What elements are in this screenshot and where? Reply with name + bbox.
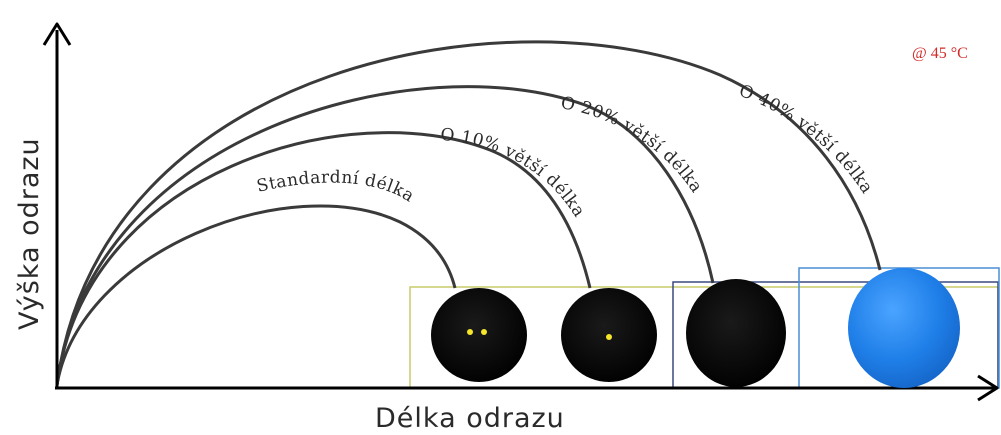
yellow-dot bbox=[481, 329, 487, 335]
standard-trajectory-arc bbox=[55, 204, 457, 386]
double-yellow-dot-ball bbox=[431, 288, 527, 382]
y-axis-arrowhead bbox=[42, 22, 72, 46]
single-yellow-dot-ball bbox=[561, 288, 657, 382]
forty-percent-label: O 40% větší délka bbox=[736, 81, 877, 198]
twenty-percent-trajectory-arc bbox=[55, 85, 715, 386]
x-axis-arrowhead bbox=[977, 374, 999, 402]
standard-length-label: Standardní délka bbox=[255, 168, 418, 207]
axes bbox=[42, 22, 999, 402]
twenty-percent-label: O 20% větší délka bbox=[559, 93, 706, 197]
no-dot-ball bbox=[686, 279, 786, 387]
ten-percent-label: O 10% větší délka bbox=[440, 125, 589, 221]
blue-ball bbox=[848, 268, 960, 388]
temperature-note: @ 45 °C bbox=[912, 45, 968, 62]
yellow-dot bbox=[606, 334, 612, 340]
y-axis-title: Výška odrazu bbox=[14, 137, 45, 330]
x-axis-title: Délka odrazu bbox=[375, 403, 565, 434]
ten-percent-trajectory-arc bbox=[55, 131, 592, 386]
forty-percent-trajectory-arc bbox=[55, 40, 882, 386]
yellow-dot bbox=[467, 329, 473, 335]
